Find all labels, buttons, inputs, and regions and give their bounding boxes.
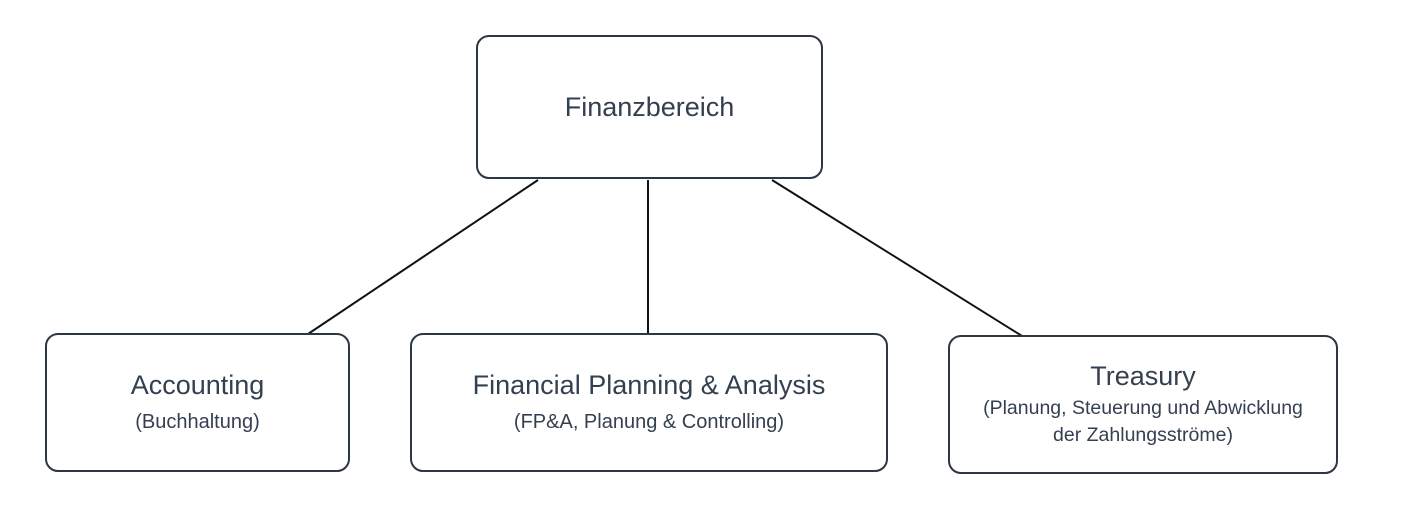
node-finanzbereich-label: Finanzbereich — [564, 91, 735, 122]
node-accounting-title: Accounting — [130, 370, 265, 401]
node-financial-planning-analysis: Financial Planning & Analysis (FP&A, Pla… — [410, 333, 888, 472]
node-fpa-title: Financial Planning & Analysis — [472, 370, 826, 401]
node-accounting: Accounting (Buchhaltung) — [45, 333, 350, 472]
node-treasury-title: Treasury — [1090, 360, 1196, 391]
node-fpa-subtitle: (FP&A, Planung & Controlling) — [513, 410, 785, 433]
connector-root-to-treasury — [771, 179, 1023, 337]
node-treasury: Treasury (Planung, Steuerung und Abwickl… — [948, 335, 1338, 474]
node-treasury-subtitle: (Planung, Steuerung und Abwicklung der Z… — [983, 397, 1303, 447]
connector-root-to-accounting — [307, 179, 539, 335]
node-accounting-subtitle: (Buchhaltung) — [135, 410, 260, 433]
node-finanzbereich: Finanzbereich — [476, 35, 823, 179]
